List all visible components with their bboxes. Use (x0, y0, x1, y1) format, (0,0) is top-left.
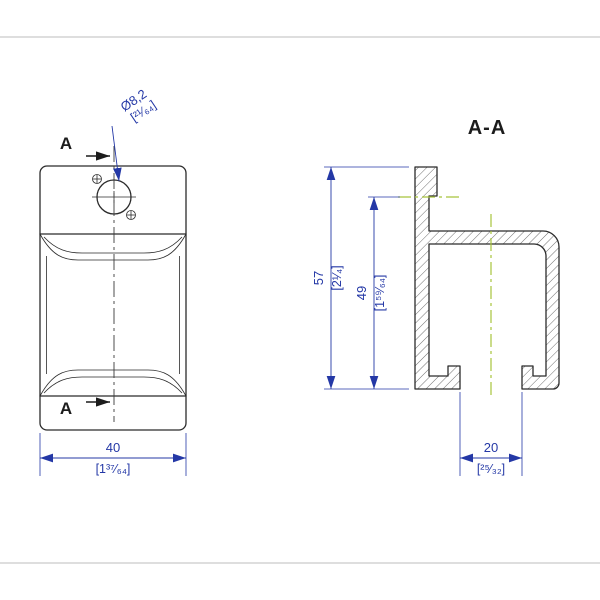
section-label-bottom: A (60, 399, 72, 418)
inner-height-mm: 49 (354, 286, 369, 300)
width-inch: [1³⁷⁄₆₄] (96, 462, 131, 476)
overall-height-inch: [2¹⁄₄] (330, 265, 344, 290)
inner-height-dimension: 49 [1⁵⁹⁄₆₄] (354, 196, 400, 389)
front-upper-lip-curves (39, 233, 187, 261)
section-label-top: A (60, 134, 72, 153)
width-mm: 40 (106, 440, 120, 455)
section-marker-top: A (60, 134, 110, 161)
channel-profile (414, 166, 560, 390)
front-view: A A Ø8,2 [²¹⁄₆₄] 40 [1³⁷⁄₆₄] (39, 86, 187, 476)
section-view: A-A 57 [2¹⁄₄] 49 [1⁵⁹⁄₆₄] 20 [²⁵⁄₃₂] (311, 117, 560, 476)
section-marker-bottom: A (60, 397, 110, 418)
overall-height-mm: 57 (311, 271, 326, 285)
front-lower-lip-curves (39, 369, 187, 397)
pilot-hole-upper (92, 174, 102, 184)
inner-height-inch: [1⁵⁹⁄₆₄] (373, 275, 387, 312)
opening-width-mm: 20 (484, 440, 498, 455)
overall-height-dimension: 57 [2¹⁄₄] (311, 166, 409, 390)
opening-width-inch: [²⁵⁄₃₂] (477, 462, 505, 476)
front-body-outline (39, 165, 187, 431)
section-view-title: A-A (468, 117, 507, 139)
width-dimension: 40 [1³⁷⁄₆₄] (39, 433, 187, 476)
opening-width-dimension: 20 [²⁵⁄₃₂] (459, 392, 523, 476)
pilot-hole-lower (126, 210, 136, 220)
